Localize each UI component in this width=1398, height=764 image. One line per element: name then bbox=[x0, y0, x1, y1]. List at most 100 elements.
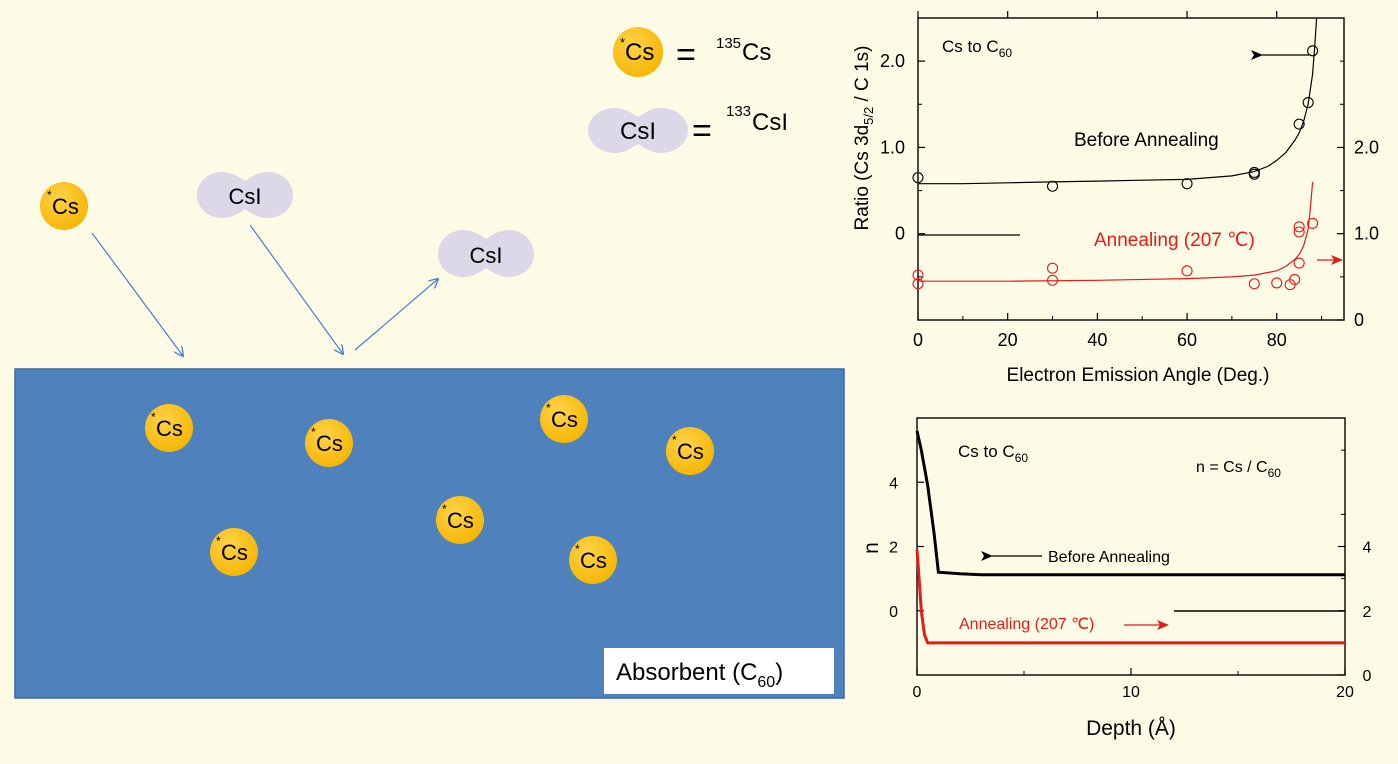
chart1-xtick-label: 0 bbox=[913, 330, 923, 350]
embedded-cs: *Cs bbox=[569, 536, 617, 584]
chart1-anneal-point bbox=[1293, 257, 1305, 269]
chart2-anneal-label: Annealing (207 ℃) bbox=[959, 616, 1094, 633]
embedded-cs-mark: * bbox=[546, 401, 551, 415]
angle-ratio-chart: 0 20 40 60 80 0 1.0 2.0 0 1.0 2.0 Cs to C60 Before… bbox=[852, 11, 1379, 386]
chart1-title: Cs to C60 bbox=[942, 37, 1012, 60]
incoming-csi-blob bbox=[197, 172, 293, 218]
chart2-xtick-label: 10 bbox=[1122, 684, 1140, 701]
reflected-csi-blob bbox=[438, 230, 534, 277]
absorbent-label-box bbox=[604, 648, 834, 694]
embedded-cs: *Cs bbox=[305, 419, 353, 467]
embedded-cs: *Cs bbox=[666, 427, 714, 475]
incident-species: * Cs CsI CsI bbox=[40, 172, 534, 356]
chart1-xlabel: Electron Emission Angle (Deg.) bbox=[1007, 365, 1270, 386]
legend: * Cs = 135 Cs CsI = 133 CsI bbox=[588, 27, 788, 153]
legend-cs-token: Cs bbox=[625, 39, 654, 66]
embedded-cs: *Cs bbox=[145, 404, 193, 452]
chart1-xtick-label: 60 bbox=[1177, 330, 1197, 350]
chart1-before-point bbox=[1181, 178, 1193, 190]
chart2-marks bbox=[915, 430, 1345, 645]
chart1-anneal-point bbox=[1289, 273, 1301, 285]
chart2-ytick-right-label: 0 bbox=[1363, 668, 1372, 685]
legend-csi-mass: 133 bbox=[726, 103, 751, 120]
embedded-cs-label: Cs bbox=[316, 431, 343, 456]
chart2-anneal-line bbox=[915, 549, 1345, 645]
chart1-before-label: Before Annealing bbox=[1074, 130, 1219, 151]
chart2-definition: n = Cs / C60 bbox=[1196, 459, 1281, 480]
embedded-cs-label: Cs bbox=[551, 407, 578, 432]
chart1-ytick-left-label: 2.0 bbox=[880, 51, 905, 71]
legend-csi-equals: = bbox=[692, 112, 712, 150]
absorbent-slab: *Cs *Cs *Cs *Cs *Cs *Cs *Cs Absorbent (C… bbox=[14, 368, 845, 699]
chart1-ytick-right-label: 2.0 bbox=[1354, 137, 1379, 157]
chart1-anneal-point bbox=[1293, 221, 1305, 233]
chart1-before-point bbox=[1307, 45, 1319, 57]
legend-cs-mark: * bbox=[620, 35, 625, 50]
chart1-xtick-label: 40 bbox=[1087, 330, 1107, 350]
csi-incidence-arrow bbox=[249, 224, 343, 354]
chart1-before-point bbox=[1046, 180, 1059, 192]
chart1-anneal-fit-line bbox=[918, 181, 1314, 282]
embedded-cs-mark: * bbox=[672, 433, 677, 447]
chart2-xtick-label: 20 bbox=[1336, 684, 1354, 701]
chart2-ytick-left-label: 2 bbox=[889, 540, 898, 557]
chart1-before-fit-line bbox=[918, 17, 1318, 185]
chart1-ytick-right-label: 0 bbox=[1354, 310, 1364, 330]
reflected-csi-label: CsI bbox=[470, 243, 503, 268]
chart1-anneal-label: Annealing (207 ℃) bbox=[1094, 230, 1255, 251]
embedded-cs: *Cs bbox=[540, 395, 588, 443]
chart1-anneal-point bbox=[1248, 278, 1260, 290]
embedded-cs-mark: * bbox=[442, 502, 447, 516]
embedded-cs: *Cs bbox=[436, 496, 484, 544]
chart1-anneal-point bbox=[1046, 274, 1059, 286]
legend-cs-equals: = bbox=[676, 36, 696, 74]
incoming-cs-mark: * bbox=[47, 188, 52, 202]
chart1-anneal-point bbox=[1181, 265, 1193, 277]
chart1-anneal-point bbox=[1271, 277, 1283, 289]
chart1-ytick-left-label: 1.0 bbox=[880, 137, 905, 157]
chart1-ytick-right-label: 1.0 bbox=[1354, 224, 1379, 244]
chart1-ytick-left-label: 0 bbox=[895, 224, 905, 244]
incoming-cs-label: Cs bbox=[52, 194, 79, 219]
chart1-before-point bbox=[1302, 97, 1314, 109]
embedded-cs-atoms: *Cs *Cs *Cs *Cs *Cs *Cs *Cs bbox=[145, 395, 714, 584]
chart1-anneal-point bbox=[912, 269, 924, 281]
chart1-before-point bbox=[912, 172, 924, 184]
chart2-before-line bbox=[915, 430, 1345, 577]
chart2-xlabel: Depth (Å) bbox=[1086, 717, 1176, 740]
chart1-before-point bbox=[1293, 118, 1305, 130]
incoming-csi-label: CsI bbox=[229, 184, 262, 209]
chart1-xtick-label: 20 bbox=[998, 330, 1018, 350]
chart1-marks bbox=[912, 17, 1319, 291]
chart1-before-point bbox=[1248, 166, 1260, 179]
chart1-anneal-point bbox=[1293, 226, 1305, 238]
legend-csi-isotope: CsI bbox=[752, 109, 788, 136]
incoming-cs-ball bbox=[40, 182, 88, 230]
embedded-cs-label: Cs bbox=[447, 508, 474, 533]
legend-cs-isotope: Cs bbox=[742, 39, 771, 66]
absorbent-label: Absorbent (C60) bbox=[616, 659, 783, 691]
embedded-cs-label: Cs bbox=[221, 540, 248, 565]
embedded-cs-mark: * bbox=[575, 542, 580, 556]
legend-csi-blob bbox=[588, 108, 688, 153]
legend-cs-mass: 135 bbox=[716, 35, 741, 52]
chart2-ytick-right-label: 4 bbox=[1363, 540, 1372, 557]
embedded-cs-label: Cs bbox=[677, 439, 704, 464]
embedded-cs-label: Cs bbox=[156, 416, 183, 441]
csi-reflection-arrow bbox=[354, 279, 438, 351]
chart1-ticks: 0 20 40 60 80 0 1.0 2.0 0 1.0 2.0 bbox=[880, 11, 1379, 350]
embedded-cs: *Cs bbox=[210, 528, 258, 576]
legend-csi-token: CsI bbox=[620, 118, 656, 145]
chart2-ylabel: n bbox=[860, 542, 883, 554]
chart2-before-label: Before Annealing bbox=[1048, 549, 1170, 566]
chart1-anneal-point bbox=[912, 278, 924, 290]
embedded-cs-mark: * bbox=[216, 534, 221, 548]
embedded-cs-label: Cs bbox=[580, 548, 607, 573]
chart1-ylabel: Ratio (Cs 3d5/2 / C 1s) bbox=[852, 46, 876, 231]
cs-incidence-arrow bbox=[91, 232, 183, 356]
chart2-ytick-left-label: 0 bbox=[889, 604, 898, 621]
chart1-xtick-label: 80 bbox=[1267, 330, 1287, 350]
chart1-anneal-point bbox=[1046, 262, 1059, 274]
